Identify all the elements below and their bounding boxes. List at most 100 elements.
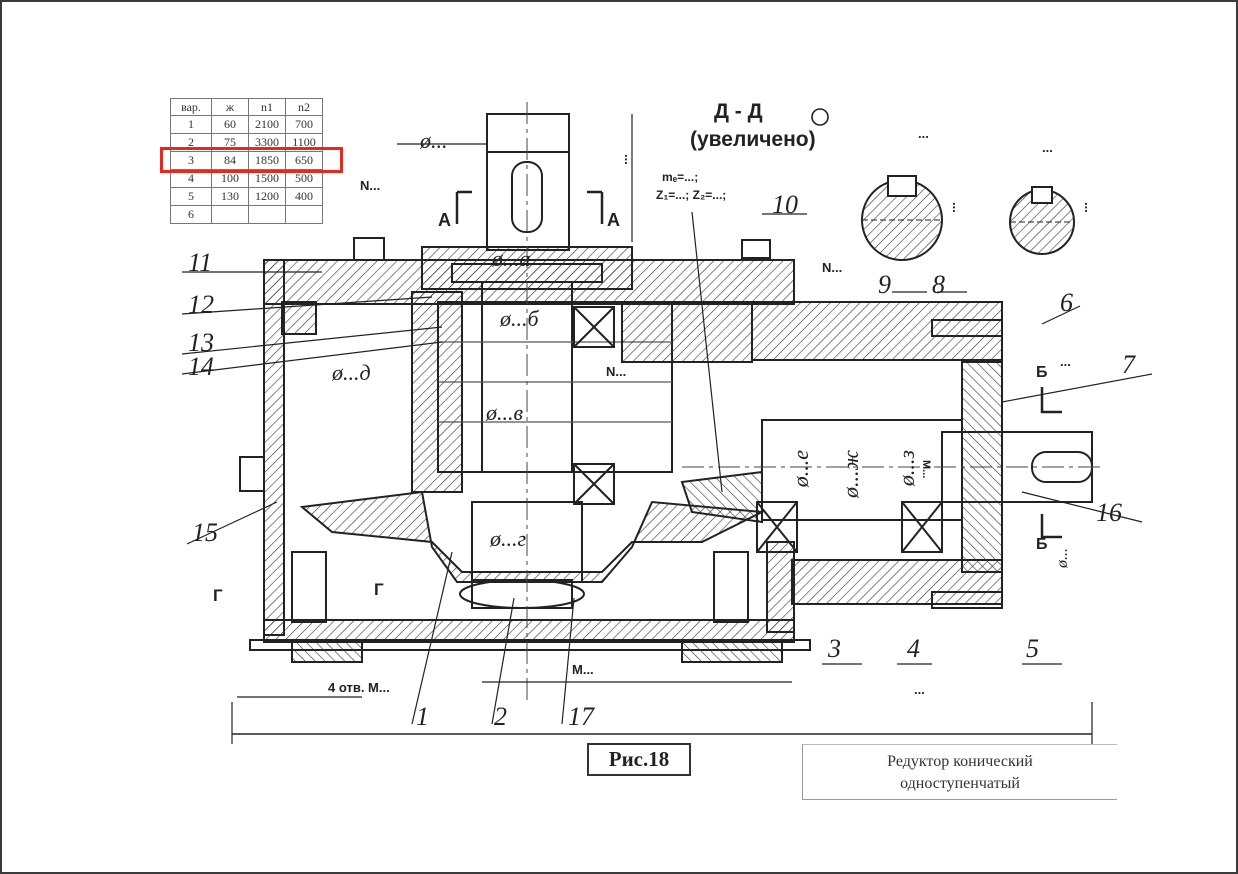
- table-cell: 400: [285, 187, 323, 206]
- title-line-2: одноступенчатый: [900, 775, 1020, 792]
- table-header: вар.: [170, 98, 212, 116]
- foot-left: [291, 641, 363, 663]
- title-block: Редуктор конический одноступенчатый: [802, 744, 1117, 800]
- bolt-top-left: [353, 237, 385, 261]
- part-number-15: 15: [192, 518, 218, 547]
- dimension-dia-d: ø...д: [332, 360, 371, 385]
- dimension-dots: ...: [914, 682, 925, 697]
- part-number-4: 4: [907, 634, 920, 663]
- title-line-1: Редуктор конический: [887, 753, 1033, 770]
- part-number-12: 12: [188, 290, 214, 319]
- part-number-16: 16: [1096, 498, 1122, 527]
- table-header-row: вар. ж n1 n2: [170, 98, 323, 116]
- table-row: 5 130 1200 400: [170, 187, 323, 206]
- table-cell: 130: [211, 187, 249, 206]
- foot-bolt-left: [291, 551, 327, 623]
- section-mark-circle: [811, 108, 829, 126]
- table-cell: 1200: [248, 187, 286, 206]
- table-header: n1: [248, 98, 286, 116]
- section-mark-b-top: Б: [1036, 364, 1048, 381]
- table-row: 4 100 1500 500: [170, 169, 323, 188]
- label-thread: М...: [572, 662, 594, 677]
- section-mark-a-left: A: [438, 210, 451, 230]
- dimension-dia-b: ø...б: [500, 306, 539, 331]
- table-cell: [285, 205, 323, 224]
- part-number-8: 8: [932, 270, 945, 299]
- bolt-left: [239, 456, 265, 492]
- dimension-dia-g: ø...г: [490, 526, 527, 551]
- table-cell: 6: [170, 205, 212, 224]
- nut-washer: [459, 579, 585, 609]
- part-number-3: 3: [828, 634, 841, 663]
- bearing-upper-right: [573, 306, 615, 348]
- bearing-sleeve: [437, 301, 673, 473]
- section-mark-g-right: Г: [374, 580, 384, 599]
- table-header: ж: [211, 98, 249, 116]
- label-holes: 4 отв. М...: [328, 680, 390, 695]
- inner-web: [621, 301, 753, 363]
- part-number-13: 13: [188, 328, 214, 357]
- section-mark-g-left: Г: [213, 586, 223, 605]
- table-cell: 1: [170, 115, 212, 134]
- section-note: (увеличено): [690, 128, 816, 151]
- section-title: Д - Д: [714, 100, 763, 123]
- section-mark-a-right: A: [607, 210, 620, 230]
- dimension-dots: ...: [622, 154, 637, 165]
- dimension-dia-bottom: ø...: [1054, 548, 1071, 568]
- part-number-17: 17: [568, 702, 594, 731]
- bolt-top: [931, 319, 1003, 337]
- housing-base: [263, 619, 795, 643]
- table-row: 6: [170, 205, 323, 224]
- dimension-dots: ...: [1042, 140, 1053, 155]
- table-cell: 60: [211, 115, 249, 134]
- table-cell: 700: [285, 115, 323, 134]
- part-number-5: 5: [1026, 634, 1039, 663]
- table-row-highlighted: 3 84 1850 650: [170, 151, 323, 170]
- section-mark-b-bottom: Б: [1036, 536, 1048, 553]
- dimension-dia-a: ø...а: [492, 246, 531, 271]
- foot-right: [681, 641, 783, 663]
- part-number-11: 11: [188, 248, 213, 277]
- dimension-dia-zh: ø...ж: [838, 450, 863, 498]
- figure-label: Рис.18: [587, 743, 691, 776]
- dimension-dots: ...: [950, 202, 965, 213]
- table-row: 1 60 2100 700: [170, 115, 323, 134]
- label-n-top-right: N...: [822, 260, 843, 275]
- table-cell: [211, 205, 249, 224]
- gear-params-line1: mₑ=...;: [662, 170, 699, 184]
- bolt-bottom: [931, 591, 1003, 609]
- part-number-2: 2: [494, 702, 507, 731]
- bottom-nut: [471, 579, 573, 609]
- dimension-dia-v: ø...в: [486, 400, 524, 425]
- bearing-lower-right: [573, 463, 615, 505]
- dimension-dots: ...: [1082, 202, 1097, 213]
- base-flange: [249, 639, 811, 651]
- horizontal-housing: [751, 301, 1003, 361]
- label-n-top-left: N...: [360, 178, 381, 193]
- part-number-14: 14: [188, 352, 214, 381]
- label-thread-vertical: М...: [920, 460, 932, 479]
- dimension-dia-e: ø...е: [788, 450, 813, 488]
- dimension-dots: ...: [1060, 354, 1071, 369]
- variant-table: вар. ж n1 n2 1 60 2100 700 2 75 3300 110…: [170, 98, 323, 224]
- label-n-center: N...: [606, 364, 627, 379]
- table-cell: 650: [285, 151, 323, 170]
- row-highlight-box: [160, 147, 343, 173]
- part-number-10: 10: [772, 190, 798, 219]
- pinion-gear: [680, 470, 763, 524]
- part-number-9: 9: [878, 270, 891, 299]
- gear-params-line2: Z₁=...; Z₂=...;: [656, 188, 727, 202]
- housing-right-lower: [766, 541, 795, 633]
- vertical-shaft-top: [486, 113, 570, 251]
- table-cell: 5: [170, 187, 212, 206]
- dimension-dia-z: ø...з: [894, 450, 919, 487]
- bearing-right-h: [901, 501, 943, 553]
- dimension-dots: ...: [918, 126, 929, 141]
- part-number-7: 7: [1122, 350, 1135, 379]
- bolt-top-right: [741, 239, 771, 259]
- table-header: n2: [285, 98, 323, 116]
- dimension-dia-top: ø...: [420, 128, 448, 153]
- part-number-1: 1: [416, 702, 429, 731]
